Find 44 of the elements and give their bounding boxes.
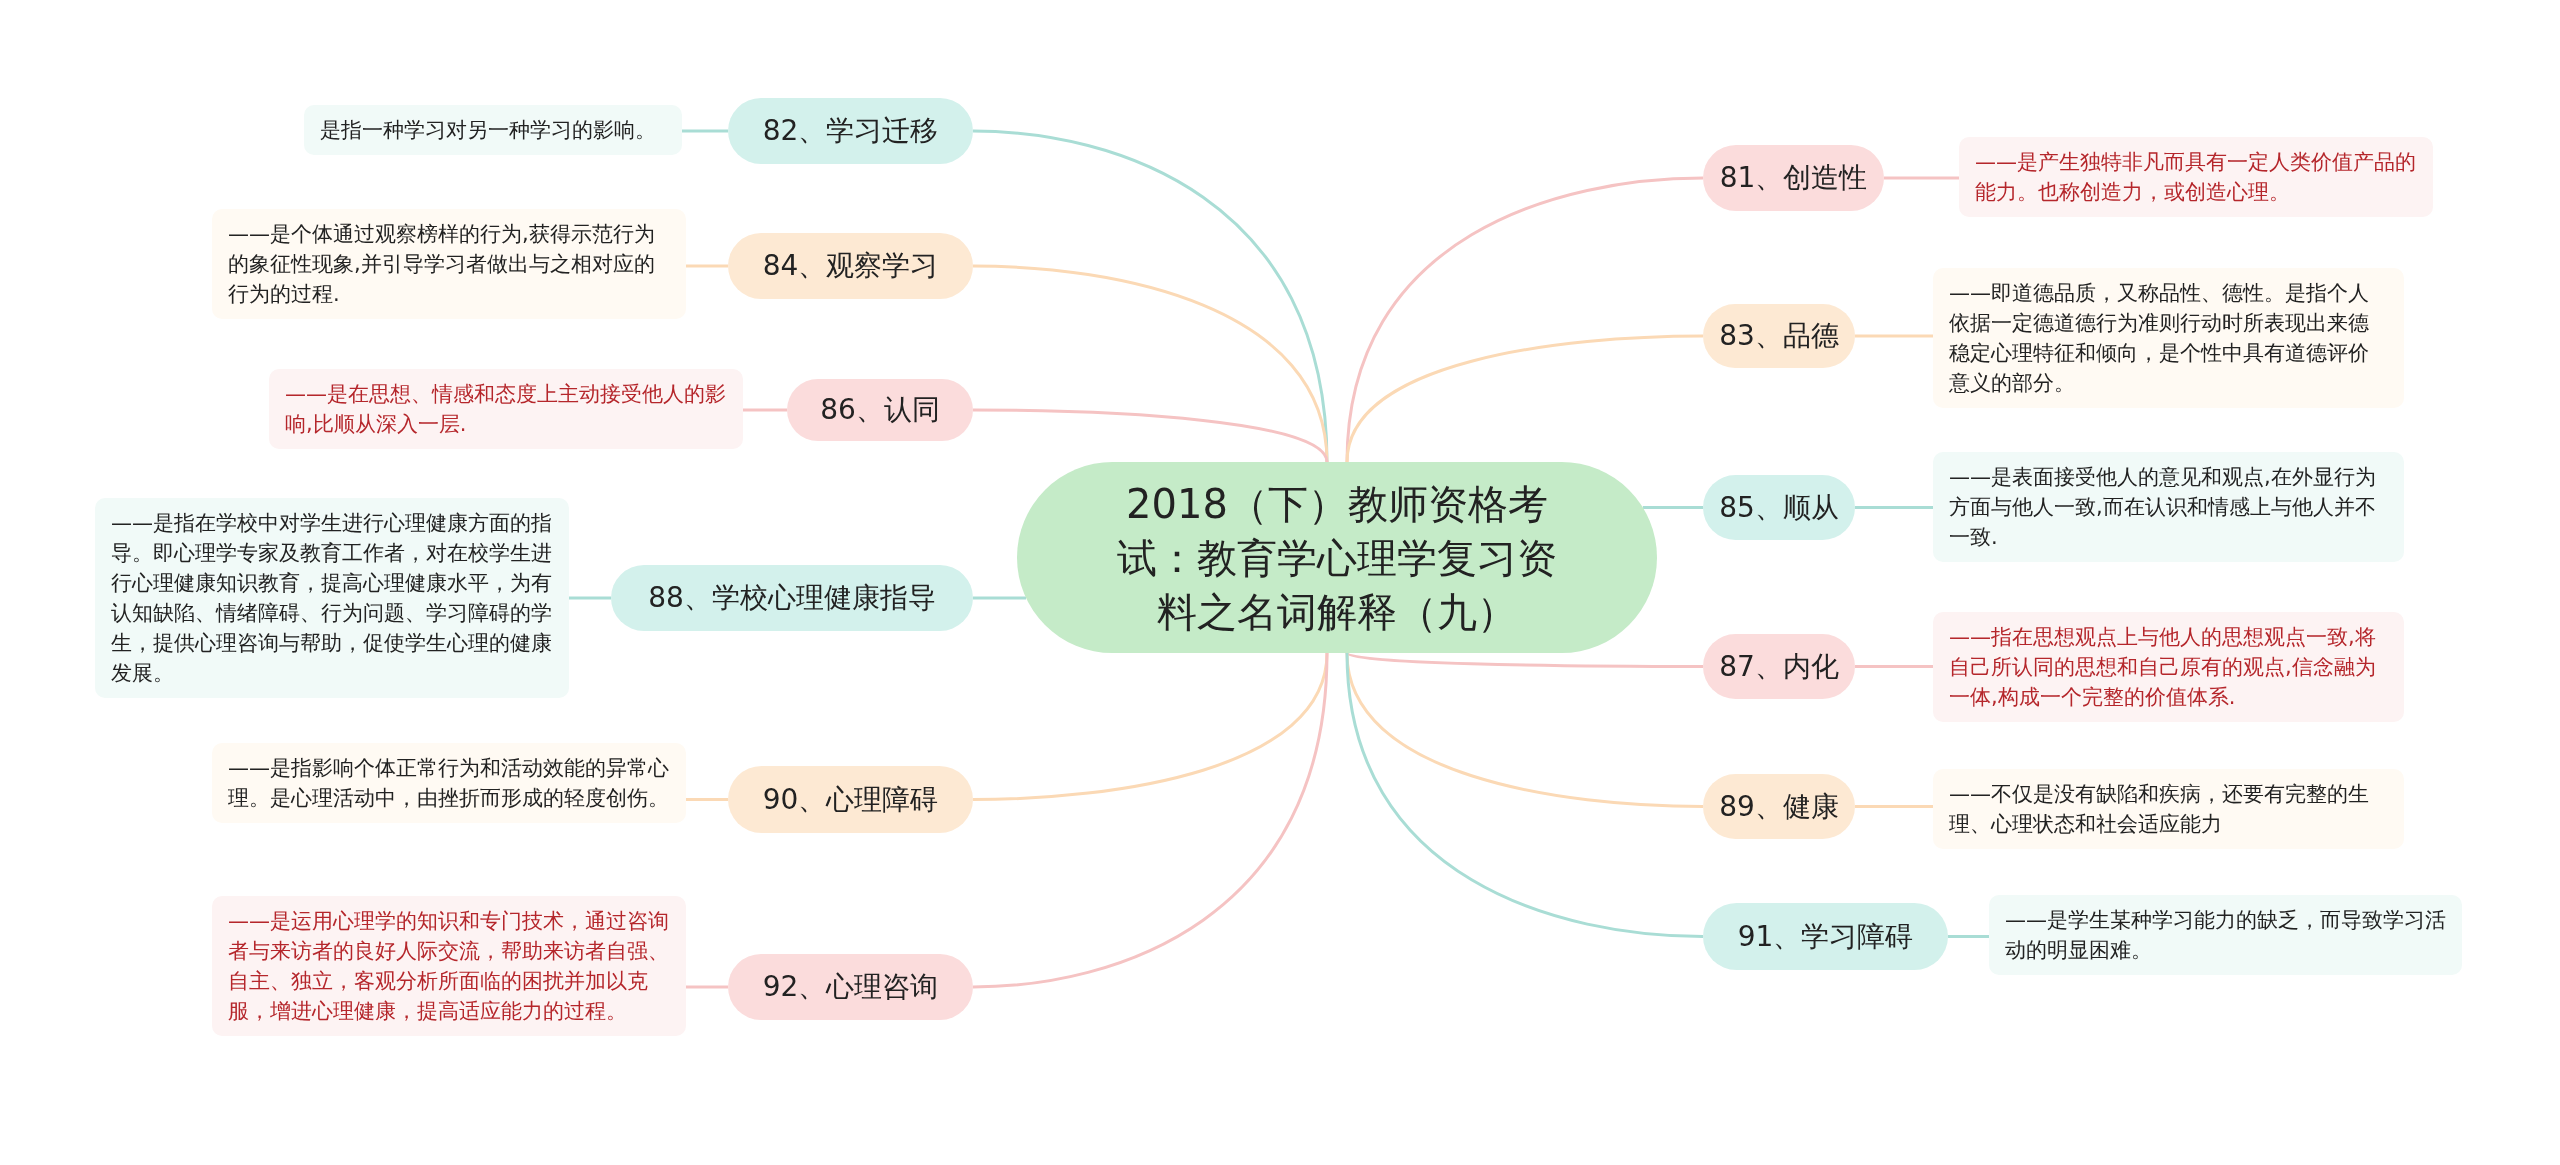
topic-pill: 84、观察学习	[728, 233, 973, 299]
connector-line	[1855, 805, 1933, 808]
connector-line	[1855, 334, 1933, 338]
connector-line	[1855, 506, 1933, 509]
definition-box: ——是在思想、情感和态度上主动接受他人的影响,比顺从深入一层.	[269, 369, 743, 449]
topic-pill: 82、学习迁移	[728, 98, 973, 164]
connector-line	[686, 798, 728, 801]
topic-pill: 89、健康	[1703, 774, 1855, 839]
topic-pill: 90、心理障碍	[728, 766, 973, 833]
connector-line	[686, 264, 728, 268]
connector-line	[973, 596, 1026, 600]
connector-line	[1884, 176, 1959, 180]
topic-pill: 91、学习障碍	[1703, 903, 1948, 970]
connector-line	[1345, 652, 1704, 938]
definition-box: ——指在思想观点上与他人的思想观点一致,将自己所认同的思想和自己原有的观点,信念融为一体,构成一个完整的价值体系.	[1933, 612, 2404, 722]
topic-pill: 81、创造性	[1703, 145, 1884, 211]
connector-line	[972, 652, 1329, 989]
central-topic-pill: 2018（下）教师资格考试：教育学心理学复习资料之名词解释（九）	[1017, 462, 1657, 653]
definition-box: 是指一种学习对另一种学习的影响。	[304, 105, 682, 155]
topic-pill: 87、内化	[1703, 634, 1855, 699]
definition-box: ——是指在学校中对学生进行心理健康方面的指导。即心理学专家及教育工作者，对在校学生进行心理健康知识教育，提高心理健康水平，为有认知缺陷、情绪障碍、行为问题、学习障碍的学生，提供心理咨询与帮助，促使学生心理的健康发展。	[95, 498, 569, 698]
connector-line	[1346, 651, 1703, 668]
definition-box: ——是运用心理学的知识和专门技术，通过咨询者与来访者的良好人际交流，帮助来访者自强、自主、独立，客观分析所面临的困扰并加以克服，增进心理健康，提高适应能力的过程。	[212, 896, 686, 1036]
connector-line	[743, 408, 787, 412]
topic-pill: 85、顺从	[1703, 475, 1855, 540]
definition-box: ——是产生独特非凡而具有一定人类价值产品的能力。也称创造力，或创造心理。	[1959, 137, 2433, 217]
connector-line	[569, 596, 611, 600]
connector-line	[1642, 506, 1703, 509]
definition-box: ——是指影响个体正常行为和活动效能的异常心理。是心理活动中，由挫折而形成的轻度创伤。	[212, 743, 686, 823]
connector-line	[1855, 665, 1933, 668]
topic-pill: 92、心理咨询	[728, 954, 973, 1020]
connector-line	[682, 129, 728, 133]
definition-box: ——是表面接受他人的意见和观点,在外显行为方面与他人一致,而在认识和情感上与他人并不一致.	[1933, 452, 2404, 562]
topic-pill: 83、品德	[1703, 304, 1855, 368]
definition-box: ——是学生某种学习能力的缺乏，而导致学习活动的明显困难。	[1989, 895, 2462, 975]
connector-line	[1345, 334, 1704, 463]
topic-pill: 86、认同	[787, 379, 973, 441]
topic-pill: 88、学校心理健康指导	[611, 565, 973, 631]
connector-line	[973, 408, 1329, 463]
definition-box: ——即道德品质，又称品性、德性。是指个人依据一定德道德行为准则行动时所表现出来德稳定心理特征和倾向，是个性中具有道德评价意义的部分。	[1933, 268, 2404, 408]
definition-box: ——是个体通过观察榜样的行为,获得示范行为的象征性现象,并引导学习者做出与之相对应的行为的过程.	[212, 209, 686, 319]
connector-line	[1948, 935, 1989, 938]
definition-box: ——不仅是没有缺陷和疾病，还要有完整的生理、心理状态和社会适应能力	[1933, 769, 2404, 849]
connector-line	[686, 985, 728, 989]
